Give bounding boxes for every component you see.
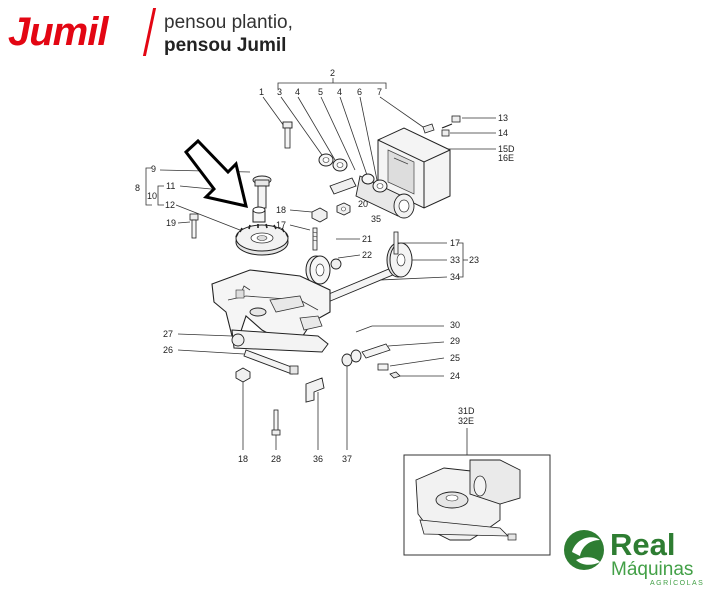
dealer-small: AGRÍCOLAS: [650, 580, 705, 587]
callout-37: 37: [342, 454, 352, 464]
callout-4a: 4: [295, 87, 300, 97]
callout-13: 13: [498, 113, 508, 123]
callout-34: 34: [450, 272, 460, 282]
gear-33: [386, 231, 413, 278]
callout-23: 23: [469, 255, 479, 265]
callout-9: 9: [151, 164, 156, 174]
pin-17-top: [289, 224, 318, 251]
bolt-28: [271, 409, 281, 450]
real-maquinas-brand: Real Máquinas AGRÍCOLAS: [558, 525, 718, 587]
callout-2: 2: [330, 68, 335, 78]
bushing-37: [341, 349, 362, 450]
callout-29: 29: [450, 336, 460, 346]
callout-35: 35: [371, 214, 381, 224]
pinion-assembly: [355, 175, 415, 219]
callout-25: 25: [450, 353, 460, 363]
callout-20: 20: [358, 199, 368, 209]
callout-36: 36: [313, 454, 323, 464]
screws-13-14: [422, 115, 461, 137]
bracket-2: [277, 78, 387, 89]
callout-17-right: 17: [450, 238, 460, 248]
callout-8: 8: [135, 183, 140, 193]
callout-18-bottom: 18: [238, 454, 248, 464]
washers-row: [318, 153, 388, 193]
callout-19: 19: [166, 218, 176, 228]
shaft-11: [252, 175, 272, 209]
callout-11: 11: [166, 181, 175, 191]
callout-16e: 16E: [498, 153, 514, 163]
screw-19: [177, 213, 199, 239]
callout-labels: 2 1 3 4 5 4 6 7 13 14 15D 16E 9 8 11 10 …: [135, 68, 515, 464]
callout-22: 22: [362, 250, 372, 260]
jumil-logo: Jumil: [8, 10, 108, 54]
callout-27: 27: [163, 329, 173, 339]
callout-18-top: 18: [276, 205, 286, 215]
callout-4b: 4: [337, 87, 342, 97]
callout-26: 26: [163, 345, 173, 355]
bushing-10: [252, 206, 266, 223]
inset-view: [403, 428, 551, 556]
dealer-subtitle: Máquinas: [611, 559, 694, 580]
callout-28: 28: [271, 454, 281, 464]
leader-lines-top: [262, 96, 496, 186]
real-logo-mark: [564, 530, 604, 570]
callout-33: 33: [450, 255, 460, 265]
tagline-line1: pensou plantio,: [164, 12, 293, 33]
base-frame: [211, 269, 331, 341]
callout-10: 10: [147, 191, 157, 201]
bolt-1: [282, 121, 293, 149]
callout-14: 14: [498, 128, 508, 138]
nut-35: [336, 202, 351, 216]
gear-12: [235, 223, 289, 256]
callout-32e: 32E: [458, 416, 474, 426]
gear-21-22: [305, 255, 342, 285]
callout-3: 3: [277, 87, 282, 97]
pins-24-25-29: [355, 325, 445, 379]
shaft-34: [323, 265, 401, 303]
lever-27: [177, 329, 329, 353]
clip-20: [329, 177, 357, 195]
callout-21: 21: [362, 234, 372, 244]
callout-30: 30: [450, 320, 460, 330]
nut-18-top: [289, 207, 328, 223]
jumil-brand: Jumil pensou plantio, pensou Jumil: [8, 6, 308, 58]
callout-7: 7: [377, 87, 382, 97]
motor-housing: [377, 127, 451, 209]
callout-6: 6: [357, 87, 362, 97]
tagline-line2: pensou Jumil: [164, 35, 287, 56]
leaders-right-mid: [336, 238, 468, 281]
dealer-name: Real: [610, 527, 676, 562]
nut-18-bottom: [235, 367, 251, 450]
highlight-arrow: [183, 138, 249, 208]
rod-26: [177, 349, 299, 375]
callout-12: 12: [165, 200, 175, 210]
callout-17-top: 17: [276, 220, 286, 230]
bracket-36: [305, 377, 325, 450]
callout-5: 5: [318, 87, 323, 97]
callout-15d: 15D: [498, 144, 515, 154]
callout-24: 24: [450, 371, 460, 381]
callout-31d: 31D: [458, 406, 475, 416]
callout-1: 1: [259, 87, 264, 97]
